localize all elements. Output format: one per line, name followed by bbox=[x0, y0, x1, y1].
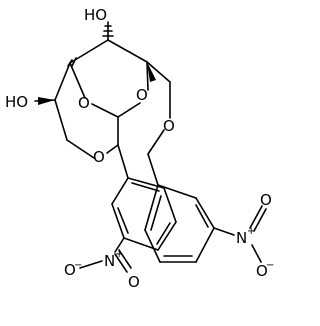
nitro-right-o-top-label: O bbox=[260, 191, 272, 209]
nitro-left-o-left-label: O bbox=[64, 261, 76, 279]
bond-acetal-aryl-1 bbox=[117, 144, 129, 179]
bond-acetal-aryl-2 bbox=[147, 153, 159, 186]
bond-aryl-nitro-left bbox=[114, 237, 125, 253]
bond-c-top-left bbox=[69, 39, 109, 64]
bond-nitro-right-o-top-2 bbox=[253, 208, 267, 232]
ring-oxygen-label-3: O bbox=[163, 117, 175, 135]
bond-nitro-left-o-left bbox=[79, 260, 103, 269]
stereo-hash-left bbox=[67, 57, 77, 67]
ring-oxygen-label-2: O bbox=[136, 86, 148, 104]
aryl-ring-left bbox=[111, 177, 177, 251]
bond-nitro-left-o-top-2 bbox=[114, 253, 128, 273]
nitro-right-o-bottom-label: O bbox=[256, 262, 268, 280]
bond-right-bridge-ch2 bbox=[146, 61, 171, 83]
stereo-hash-top bbox=[102, 25, 114, 37]
bond-ch2-o-lower bbox=[66, 139, 95, 159]
nitro-right-o-charge: − bbox=[266, 260, 274, 271]
ring-oxygen-label-4: O bbox=[93, 148, 105, 166]
bond-left-bridge-o bbox=[69, 62, 86, 99]
structure-svg: HO HO O O O O N + O O − N + O O − bbox=[5, 6, 274, 291]
hydroxyl-left-label: HO bbox=[5, 93, 28, 111]
aryl-ring-right bbox=[144, 184, 215, 263]
nitro-right-n-label: N bbox=[236, 229, 247, 247]
bond-o-center-c bbox=[91, 103, 119, 118]
bond-c-top-right bbox=[107, 39, 148, 63]
bond-center-c-o bbox=[117, 102, 141, 118]
bond-c-ch2-left bbox=[54, 99, 68, 141]
bond-o-right-acetal2 bbox=[147, 129, 165, 155]
hydroxyl-top-label: HO bbox=[84, 6, 107, 24]
stereo-wedge-right bbox=[147, 62, 156, 82]
stereo-wedge-left-oh bbox=[38, 97, 55, 105]
bond-nitro-right-o-bottom bbox=[251, 244, 262, 263]
nitro-left-n-label: N bbox=[104, 252, 115, 270]
nitro-right-n-charge: + bbox=[247, 226, 255, 237]
molecule-structure-diagram: HO HO O O O O N + O O − N + O O − bbox=[5, 6, 274, 291]
bond-left-bridge-down bbox=[54, 62, 71, 101]
nitro-left-o-charge: − bbox=[74, 260, 82, 271]
bond-o-lower-acetal bbox=[106, 144, 119, 154]
ring-oxygen-label-1: O bbox=[78, 94, 90, 112]
bond-nitro-right-o-top-1 bbox=[249, 205, 263, 229]
nitro-left-n-charge: + bbox=[115, 249, 123, 260]
nitro-left-o-top-label: O bbox=[128, 273, 140, 291]
bond-nitro-left-o-top-1 bbox=[118, 249, 132, 269]
bond-aryl-nitro-right bbox=[213, 227, 235, 236]
bond-o-right-bridge bbox=[146, 61, 149, 91]
